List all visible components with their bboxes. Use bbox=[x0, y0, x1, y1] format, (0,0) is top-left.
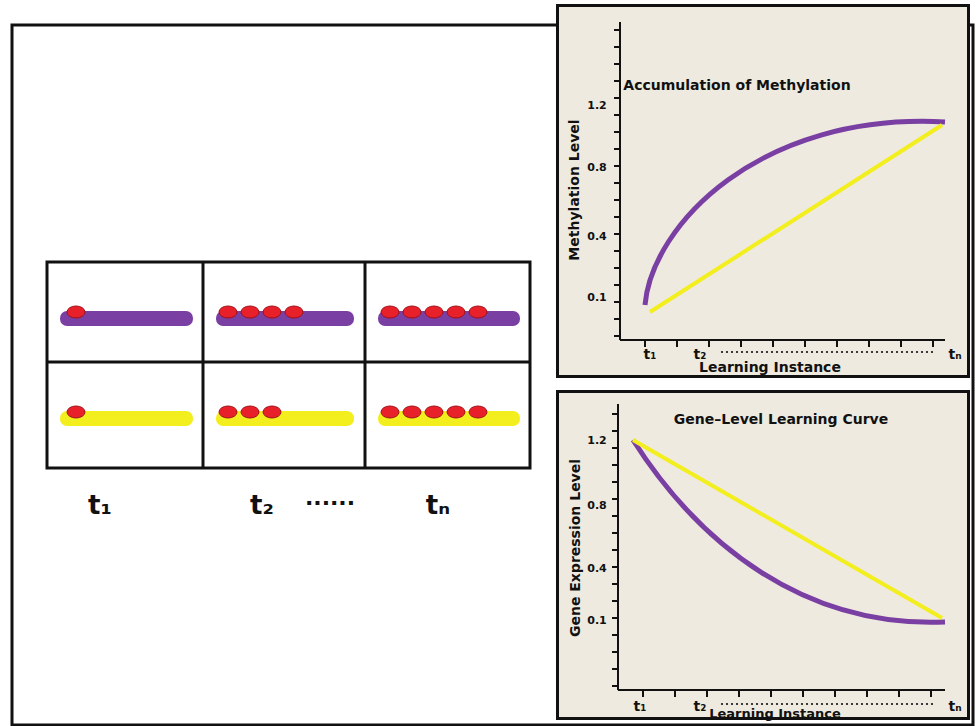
axis-tick-label: t₁ bbox=[634, 698, 647, 714]
tick-value: 0.8 bbox=[587, 161, 607, 174]
chart-panel: Gene–Level Learning Curve bbox=[556, 390, 970, 720]
chart-title: Accumulation of Methylation bbox=[623, 77, 850, 93]
axis-tick-label: tₙ bbox=[948, 698, 961, 714]
tick-value: 1.2 bbox=[587, 434, 607, 447]
chart-title: Gene–Level Learning Curve bbox=[674, 411, 888, 427]
axis-title: Gene Expression Level bbox=[567, 459, 583, 637]
time-label: t₁ bbox=[88, 490, 112, 520]
ellipsis: ······ bbox=[305, 490, 355, 515]
axis-tick-label: tₙ bbox=[948, 346, 961, 362]
tick-value: 1.2 bbox=[587, 99, 607, 112]
methylation-chart bbox=[614, 22, 945, 353]
axis-title: Learning Instance bbox=[699, 359, 841, 375]
tick-value: 0.8 bbox=[587, 499, 607, 512]
axis-tick-label: t₂ bbox=[694, 698, 707, 714]
time-label: tₙ bbox=[426, 490, 450, 520]
chart-panel: Accumulation of Methylation bbox=[556, 4, 970, 378]
tick-value: 0.4 bbox=[587, 562, 607, 575]
expression-chart bbox=[612, 404, 945, 705]
tick-value: 0.1 bbox=[587, 614, 607, 627]
tick-value: 0.1 bbox=[587, 291, 607, 304]
axis-tick-label: t₁ bbox=[644, 346, 657, 362]
tick-value: 0.4 bbox=[587, 230, 607, 243]
axis-title: Methylation Level bbox=[566, 119, 582, 260]
panel-ground bbox=[556, 4, 970, 378]
axis-title: Learning Instance bbox=[709, 706, 841, 721]
time-label: t₂ bbox=[250, 490, 274, 520]
panel-ground bbox=[556, 390, 970, 720]
sequence-grid bbox=[47, 262, 530, 468]
